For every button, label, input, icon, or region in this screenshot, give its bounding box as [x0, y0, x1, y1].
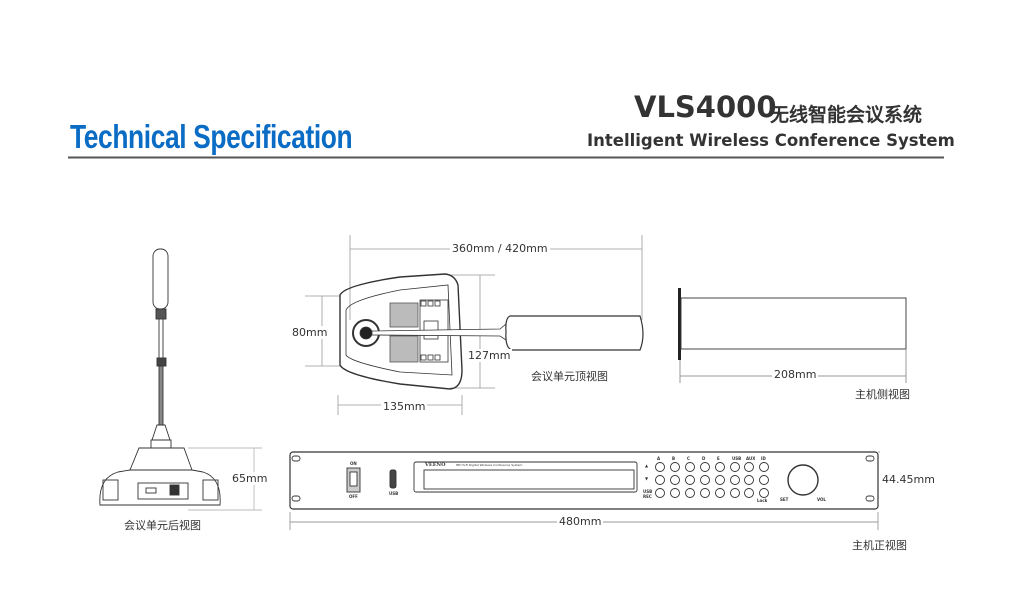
- panel-button[interactable]: [715, 462, 725, 472]
- power-off-label: OFF: [349, 494, 358, 499]
- model-name-chinese: 无线智能会议系统: [770, 104, 923, 126]
- panel-button[interactable]: [685, 462, 695, 472]
- panel-button[interactable]: [655, 475, 665, 485]
- column-label: USB: [732, 456, 742, 461]
- up-label: ▲: [645, 463, 649, 468]
- panel-button[interactable]: [715, 475, 725, 485]
- panel-button[interactable]: [700, 488, 710, 498]
- conference-unit-rear-view: [99, 248, 262, 511]
- display-caption: 8M Hi-Fi Digital Wireless Conference Sys…: [456, 463, 523, 467]
- front-height-dimension: 44.45mm: [880, 473, 937, 486]
- panel-button[interactable]: [700, 462, 710, 472]
- panel-button[interactable]: [759, 462, 769, 472]
- panel-button[interactable]: [670, 488, 680, 498]
- column-label: B: [672, 456, 676, 461]
- side-depth-dimension: 208mm: [772, 368, 819, 381]
- usb-port-label: USB: [389, 491, 399, 496]
- column-label: A: [657, 456, 661, 461]
- set-label: SET: [780, 497, 789, 502]
- panel-button[interactable]: [655, 488, 665, 498]
- page-title: Technical Specification: [70, 118, 353, 155]
- product-subtitle: Intelligent Wireless Conference System: [587, 131, 955, 150]
- rear-view-caption: 会议单元后视图: [124, 519, 201, 532]
- top-view-caption: 会议单元顶视图: [531, 370, 608, 383]
- width-dimension: 80mm: [290, 326, 330, 339]
- side-view-caption: 主机侧视图: [855, 388, 910, 401]
- down-label: ▼: [645, 476, 649, 481]
- power-on-label: ON: [350, 461, 357, 466]
- panel-button[interactable]: [670, 475, 680, 485]
- column-label: E: [717, 456, 720, 461]
- panel-button[interactable]: [700, 475, 710, 485]
- column-label: ID: [761, 456, 766, 461]
- depth-dimension: 127mm: [466, 349, 513, 362]
- model-name: VLS4000: [634, 90, 777, 124]
- panel-button[interactable]: [730, 488, 740, 498]
- column-label: C: [687, 456, 690, 461]
- vol-label: VOL: [817, 497, 826, 502]
- panel-button[interactable]: [744, 488, 754, 498]
- base-dimension: 135mm: [381, 400, 428, 413]
- panel-button[interactable]: [685, 475, 695, 485]
- panel-button[interactable]: [730, 475, 740, 485]
- column-label: D: [702, 456, 706, 461]
- lock-label: Lock: [757, 498, 768, 503]
- panel-button[interactable]: [759, 475, 769, 485]
- panel-button[interactable]: [685, 488, 695, 498]
- panel-button[interactable]: [715, 488, 725, 498]
- panel-button[interactable]: [655, 462, 665, 472]
- usb-rec-label: USB REC: [643, 489, 653, 499]
- panel-button[interactable]: [744, 462, 754, 472]
- panel-button[interactable]: [670, 462, 680, 472]
- front-width-dimension: 480mm: [557, 515, 604, 528]
- front-panel-buttons[interactable]: [655, 462, 769, 498]
- conference-unit-top-view: [305, 235, 644, 415]
- height-dimension: 65mm: [230, 472, 270, 485]
- length-dimension: 360mm / 420mm: [450, 242, 550, 255]
- brand-logo: VEENO: [425, 462, 446, 468]
- column-label: AUX: [746, 456, 756, 461]
- front-view-caption: 主机正视图: [852, 539, 907, 552]
- panel-button[interactable]: [730, 462, 740, 472]
- panel-button[interactable]: [759, 488, 769, 498]
- panel-button[interactable]: [744, 475, 754, 485]
